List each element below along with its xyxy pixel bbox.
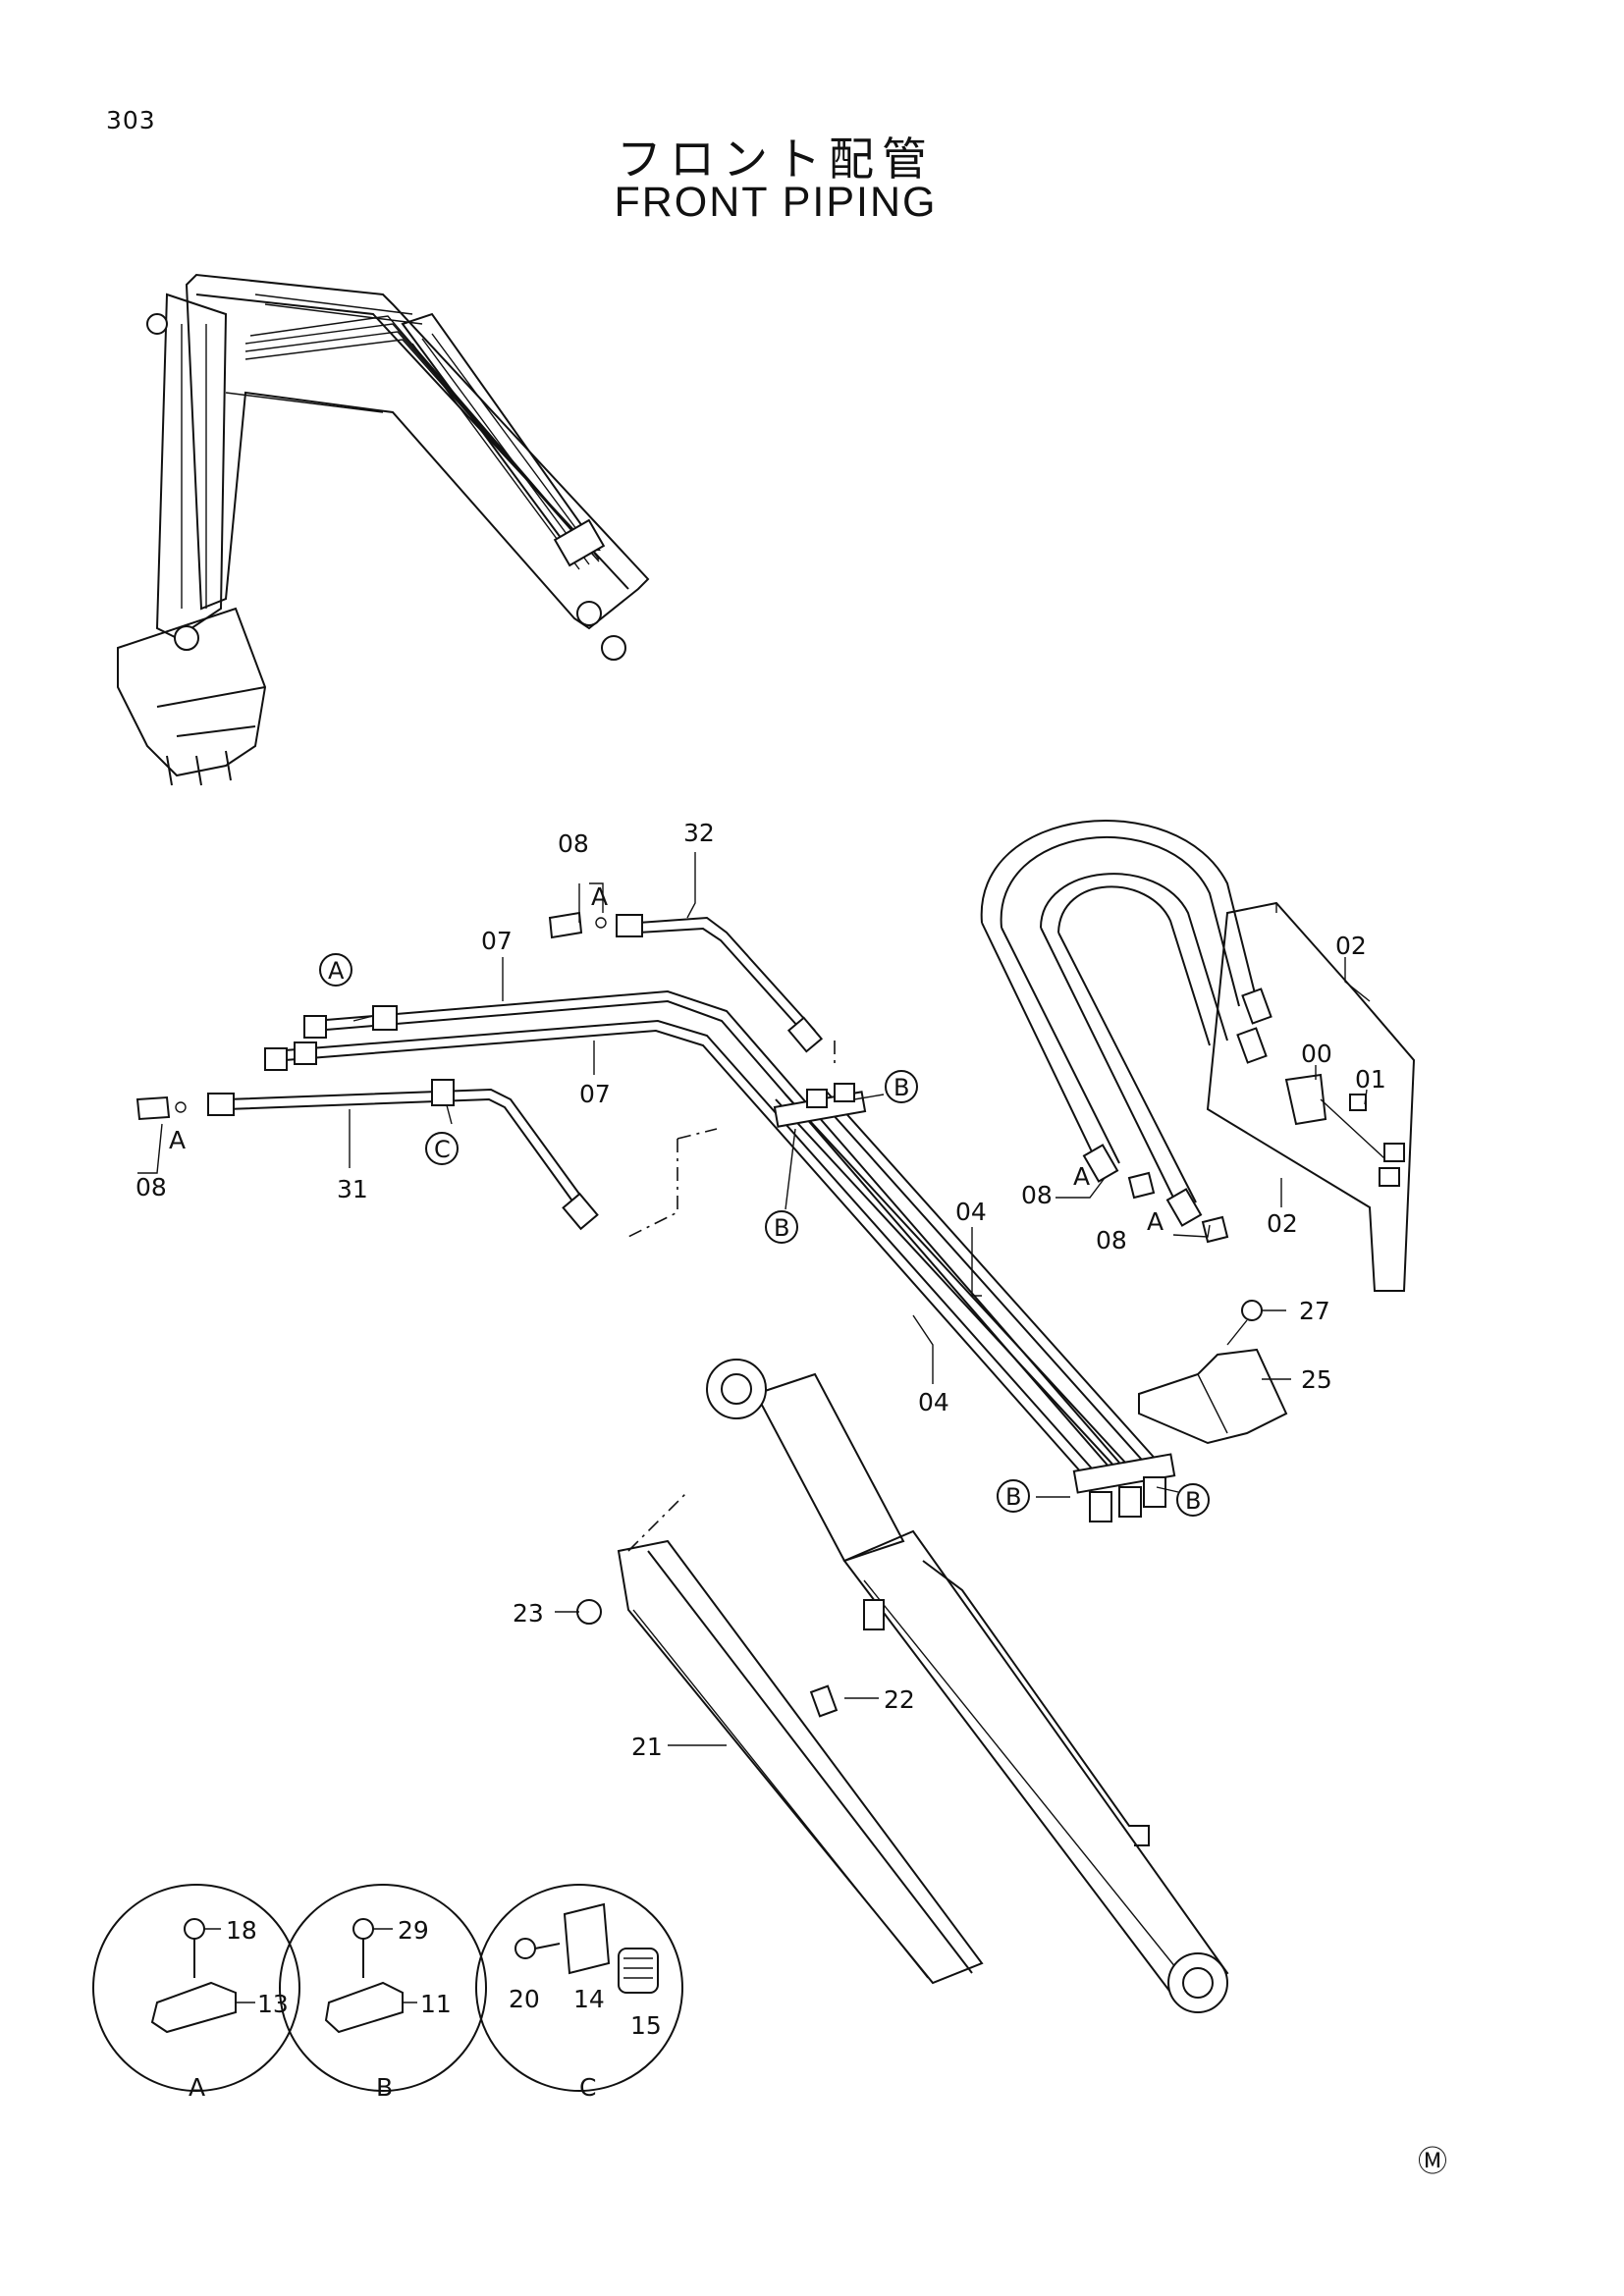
u-hoses bbox=[980, 820, 1416, 1292]
page-number: 303 bbox=[106, 106, 156, 134]
callout-25: 25 bbox=[1301, 1365, 1332, 1394]
callout-01: 01 bbox=[1355, 1065, 1386, 1094]
reference-letters: A A A A A B C bbox=[169, 882, 1164, 2102]
cylinder-assembly bbox=[576, 1359, 1229, 2013]
ref-a-right-upper: A bbox=[1073, 1162, 1090, 1191]
detail-label-b: B bbox=[376, 2073, 393, 2102]
ref-circle-b-upper: B bbox=[893, 1074, 909, 1101]
callout-32: 32 bbox=[683, 819, 715, 847]
callout-07-lower: 07 bbox=[579, 1080, 611, 1108]
callout-08-right-upper: 08 bbox=[1021, 1181, 1053, 1209]
ref-circle-b-lower-left: B bbox=[1005, 1483, 1021, 1511]
callout-numbers: 08 32 07 07 08 31 02 00 01 02 08 08 04 0… bbox=[135, 819, 1386, 2040]
ref-a-left: A bbox=[169, 1126, 186, 1154]
callout-23: 23 bbox=[513, 1599, 544, 1628]
callout-04-upper: 04 bbox=[955, 1198, 987, 1226]
callout-00: 00 bbox=[1301, 1040, 1332, 1068]
title-japanese: フロント配管 bbox=[617, 133, 935, 186]
title-english: FRONT PIPING bbox=[614, 179, 938, 226]
callout-18: 18 bbox=[226, 1916, 257, 1945]
callout-08-right-lower: 08 bbox=[1096, 1226, 1127, 1255]
detail-c bbox=[475, 1884, 683, 2092]
excavator-front-overview bbox=[117, 273, 650, 786]
cover-25 bbox=[1138, 1300, 1288, 1445]
callout-11: 11 bbox=[420, 1990, 452, 2018]
ref-circle-b-lower-right: B bbox=[1185, 1487, 1201, 1515]
m-mark: Ⓜ bbox=[1418, 2145, 1447, 2179]
callout-21: 21 bbox=[631, 1733, 663, 1761]
ref-circle-c: C bbox=[434, 1136, 451, 1163]
detail-b bbox=[279, 1884, 487, 2092]
callout-15: 15 bbox=[630, 2011, 662, 2040]
callout-14: 14 bbox=[573, 1985, 605, 2013]
callout-27: 27 bbox=[1299, 1297, 1330, 1325]
ref-circle-a: A bbox=[328, 957, 345, 985]
callout-02-top: 02 bbox=[1335, 932, 1367, 960]
callout-29: 29 bbox=[398, 1916, 429, 1945]
detail-label-c: C bbox=[579, 2073, 596, 2102]
callout-04-lower: 04 bbox=[918, 1388, 949, 1416]
detail-a bbox=[92, 1884, 300, 2092]
main-pipes bbox=[135, 911, 1176, 1522]
callout-08-top: 08 bbox=[558, 829, 589, 858]
ref-a-top: A bbox=[591, 882, 608, 911]
callout-31: 31 bbox=[337, 1175, 368, 1203]
ref-a-right-lower: A bbox=[1147, 1207, 1164, 1236]
circled-references: A B B B B C bbox=[319, 953, 1210, 1517]
callout-13: 13 bbox=[257, 1990, 289, 2018]
callout-20: 20 bbox=[509, 1985, 540, 2013]
callout-22: 22 bbox=[884, 1685, 915, 1714]
leader-lines bbox=[137, 852, 1371, 1746]
ref-circle-b-left: B bbox=[774, 1214, 789, 1242]
callout-08-left: 08 bbox=[135, 1173, 167, 1201]
callout-07-upper: 07 bbox=[481, 927, 513, 955]
callout-02-bottom: 02 bbox=[1267, 1209, 1298, 1238]
detail-label-a: A bbox=[189, 2073, 205, 2102]
